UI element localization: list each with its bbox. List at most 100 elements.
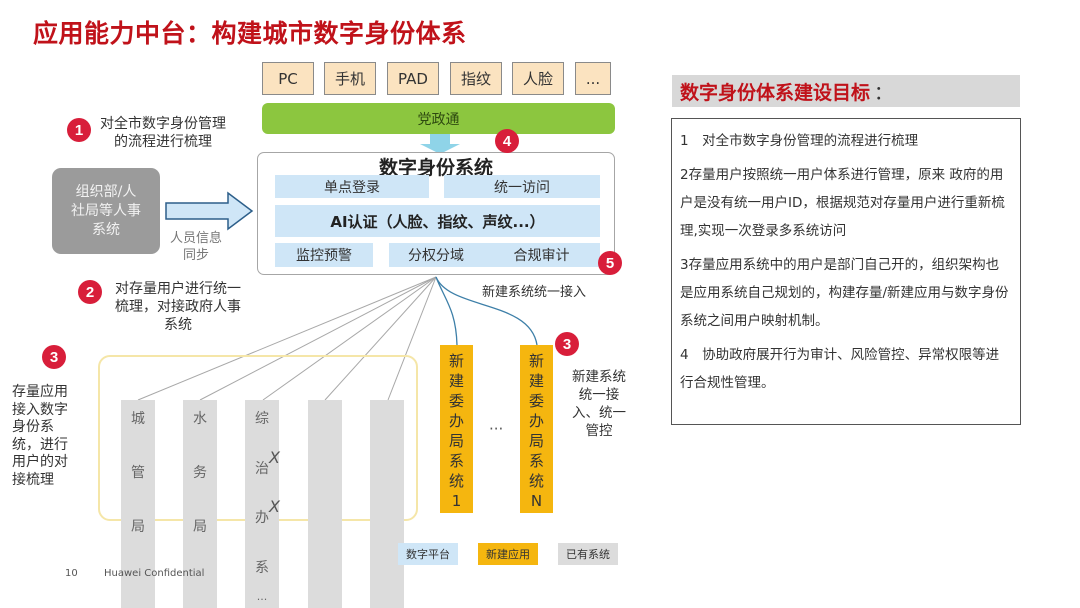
legend-digital-platform: 数字平台 (398, 543, 458, 565)
system-char: 系 (528, 452, 544, 470)
step-badge-1: 1 (67, 118, 91, 142)
module-ai-auth: AI认证（人脸、指纹、声纹...） (275, 205, 600, 237)
system-char: ... (256, 589, 268, 603)
step-badge-3-right: 3 (555, 332, 579, 356)
device-pad: PAD (387, 62, 439, 95)
annotation-line: 接梳理 (12, 471, 54, 488)
system-char: 统 (528, 472, 544, 490)
step-badge-2: 2 (78, 280, 102, 304)
annotation-line: 对全市数字身份管理 (100, 116, 226, 132)
system-char: 局 (131, 519, 145, 535)
annotation-step-1: 对全市数字身份管理 的流程进行梳理 (100, 115, 226, 151)
footer-confidential: Huawei Confidential (104, 568, 205, 579)
device-label: ... (585, 69, 601, 88)
sync-label-line: 同步 (183, 248, 210, 263)
annotation-step-3-right: 新建系统 统一接 入、统一 管控 (572, 368, 626, 440)
goal-item: 1 对全市数字身份管理的流程进行梳理 (680, 133, 919, 149)
step-badge-4: 4 (495, 129, 519, 153)
new-system-1: 新 建 委 办 局 系 统 1 (440, 345, 473, 513)
system-char: 办 (528, 412, 544, 430)
device-label: PAD (398, 69, 428, 88)
system-char: 新 (528, 352, 544, 370)
existing-system-blank-2 (370, 400, 404, 608)
system-char: 局 (193, 519, 207, 535)
annotation-line: 管控 (585, 423, 613, 439)
step-badge-5: 5 (598, 251, 622, 275)
legend-existing-system: 已有系统 (558, 543, 618, 565)
system-char: 水 (193, 411, 207, 427)
annotation-line: 身份系 (12, 419, 54, 435)
new-system-n: 新 建 委 办 局 系 统 N (520, 345, 553, 513)
legend-label: 已有系统 (566, 548, 610, 561)
legend-new-application: 新建应用 (478, 543, 538, 565)
goals-list: 1 对全市数字身份管理的流程进行梳理 2存量用户按照统一用户体系进行管理，原来 … (671, 118, 1021, 425)
page-number: 10 (65, 568, 78, 579)
system-char: 系 (255, 559, 269, 576)
device-fingerprint: 指纹 (450, 62, 502, 95)
system-char: 建 (448, 372, 464, 390)
legend-label: 新建应用 (486, 548, 530, 561)
annotation-line: 存量应用 (12, 384, 68, 400)
annotation-new-access: 新建系统统一接入 (482, 285, 587, 300)
hr-system-box: 组织部/人 社局等人事 系统 (52, 168, 160, 254)
gateway-label: 党政通 (417, 111, 460, 128)
system-char: 1 (451, 492, 462, 510)
identity-system-box: 数字身份系统 单点登录 统一访问 AI认证（人脸、指纹、声纹...） 监控预警 … (257, 152, 615, 275)
sync-arrow-icon (165, 191, 254, 231)
device-label: 指纹 (460, 70, 491, 88)
system-char: 委 (528, 392, 544, 410)
annotation-line: 统一接 (578, 387, 620, 403)
goal-item: 3存量应用系统中的用户是部门自己开的，组织架构也是应用系统自己规划的，构建存量/… (680, 257, 1009, 329)
goal-item: 4 协助政府展开行为审计、风险管控、异常权限等进行合规性管理。 (680, 347, 1000, 391)
device-label: PC (278, 69, 298, 88)
existing-system-urban-mgmt: 城 管 局 (121, 400, 155, 608)
device-label: 手机 (334, 70, 365, 88)
system-char: 城 (131, 411, 145, 427)
existing-system-water: 水 务 局 (183, 400, 217, 608)
annotation-line: 接入数字 (12, 401, 68, 418)
annotation-line: 系统 (164, 317, 192, 333)
system-char: 统 (448, 472, 464, 490)
annotation-step-2: 对存量用户进行统一 梳理，对接政府人事 系统 (115, 280, 241, 334)
system-char: 新 (448, 352, 464, 370)
slide-title: 应用能力中台：构建城市数字身份体系 (33, 19, 467, 48)
gateway-dangzhengtong: 党政通 (262, 103, 615, 134)
system-char: 局 (528, 432, 544, 450)
system-char: 务 (193, 465, 207, 481)
cross-mark-icon: X (269, 497, 280, 517)
device-phone: 手机 (324, 62, 376, 95)
system-char: N (530, 492, 543, 510)
system-char: 办 (255, 510, 269, 527)
annotation-line: 用户的对 (12, 454, 68, 470)
annotation-line: 统，进行 (12, 436, 68, 453)
annotation-line: 入、统一 (572, 405, 626, 421)
system-char: 办 (448, 412, 464, 430)
module-label: 单点登录 (324, 179, 380, 196)
goals-header-colon: ： (874, 81, 894, 104)
system-char: 局 (448, 432, 464, 450)
hr-system-label: 系统 (92, 221, 120, 238)
module-authorization: 分权分域 (389, 243, 483, 267)
goal-item: 2存量用户按照统一用户体系进行管理，原来 政府的用户是没有统一用户ID，根据规范… (680, 167, 1005, 239)
module-label: 监控预警 (296, 248, 352, 264)
annotation-line: 的流程进行梳理 (114, 134, 212, 150)
device-label: 人脸 (522, 70, 553, 88)
system-char: 管 (131, 465, 145, 481)
identity-system-title: 数字身份系统 (378, 157, 493, 179)
goals-header-title: 数字身份体系建设目标 (680, 81, 871, 104)
module-compliance-audit: 合规审计 (483, 243, 600, 267)
module-sso: 单点登录 (275, 175, 429, 198)
module-label: 合规审计 (513, 248, 570, 264)
cross-mark-icon: X (269, 447, 280, 467)
sync-label: 人员信息 同步 (170, 230, 222, 264)
annotation-line: 对存量用户进行统一 (115, 281, 241, 297)
legend-label: 数字平台 (406, 548, 450, 561)
step-badge-3-left: 3 (42, 345, 66, 369)
module-label: 分权分域 (408, 248, 464, 264)
module-label: AI认证（人脸、指纹、声纹...） (330, 212, 545, 231)
annotation-step-3-left: 存量应用 接入数字 身份系 统，进行 用户的对 接梳理 (12, 384, 68, 489)
sync-label-line: 人员信息 (170, 231, 223, 246)
annotation-line: 新建系统 (572, 369, 626, 385)
